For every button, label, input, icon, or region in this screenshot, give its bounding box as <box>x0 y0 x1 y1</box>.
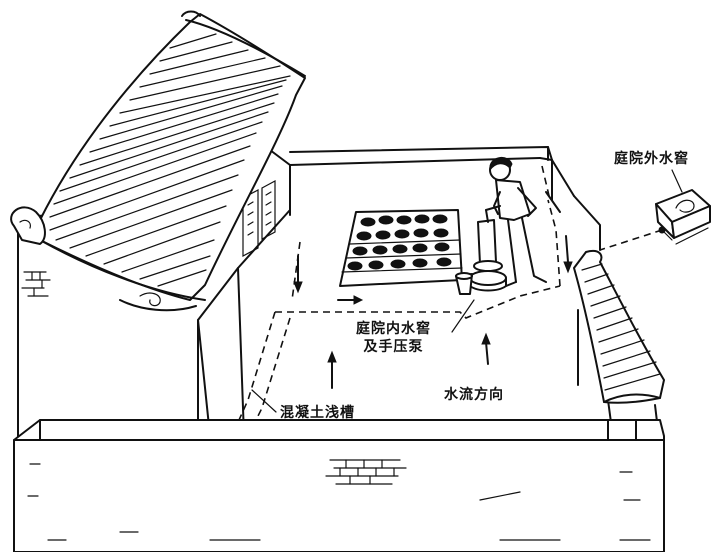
label-inner-cistern-line1: 庭院内水窖 <box>356 321 431 337</box>
right-side-wall <box>551 159 659 431</box>
back-wall <box>289 146 575 197</box>
right-roof <box>573 250 665 404</box>
label-inner-cistern-line2: 及手压泵 <box>363 339 424 355</box>
leader-outer-cistern <box>671 169 683 193</box>
label-inner-cistern: 庭院内水窖 及手压泵 <box>356 320 431 356</box>
hand-pump <box>455 205 507 295</box>
flow-arrows <box>293 191 573 389</box>
front-wall <box>13 419 665 552</box>
pipe-to-outer-cistern <box>599 229 663 251</box>
drying-rack <box>339 209 463 287</box>
label-flow-direction: 水流方向 <box>444 387 504 403</box>
leader-trough <box>251 389 277 413</box>
leader-inner-cistern <box>451 299 475 333</box>
label-concrete-trough: 混凝土浅槽 <box>280 405 355 421</box>
label-outer-cistern: 庭院外水窖 <box>614 151 689 167</box>
outer-cistern-drawing <box>655 189 711 245</box>
person-at-pump <box>489 157 547 287</box>
left-roof <box>10 10 306 312</box>
